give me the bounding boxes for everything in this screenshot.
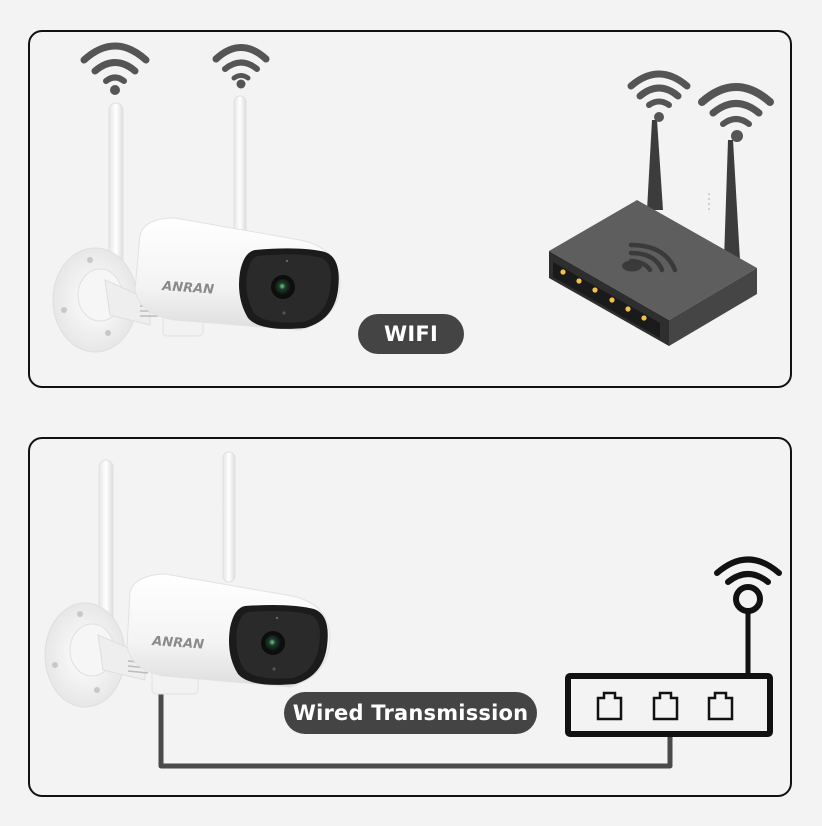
wired-router-icon: [565, 556, 782, 737]
camera-brand-logo: ANRAN: [151, 634, 205, 653]
wifi-signal-icon: [212, 44, 270, 81]
camera-brand-logo: ANRAN: [161, 279, 215, 298]
security-camera-icon: ANRAN: [44, 451, 331, 708]
wired-transmission-label-badge: Wired Transmission: [284, 692, 537, 734]
wifi-signal-dot-icon: [654, 112, 664, 122]
wifi-label-badge: WIFI: [358, 314, 464, 354]
wifi-signal-icon: [627, 70, 691, 108]
wireless-router-icon: [549, 120, 757, 346]
wifi-signal-dot-icon: [110, 85, 120, 95]
ethernet-port-icon: [596, 691, 734, 721]
security-camera-icon: ANRAN: [52, 95, 341, 353]
wifi-signal-dot-icon: [731, 130, 743, 142]
ethernet-cable: [158, 692, 673, 769]
wifi-signal-dot-icon: [236, 79, 246, 89]
wifi-signal-icon: [698, 83, 774, 127]
wifi-signal-icon: [80, 42, 150, 84]
